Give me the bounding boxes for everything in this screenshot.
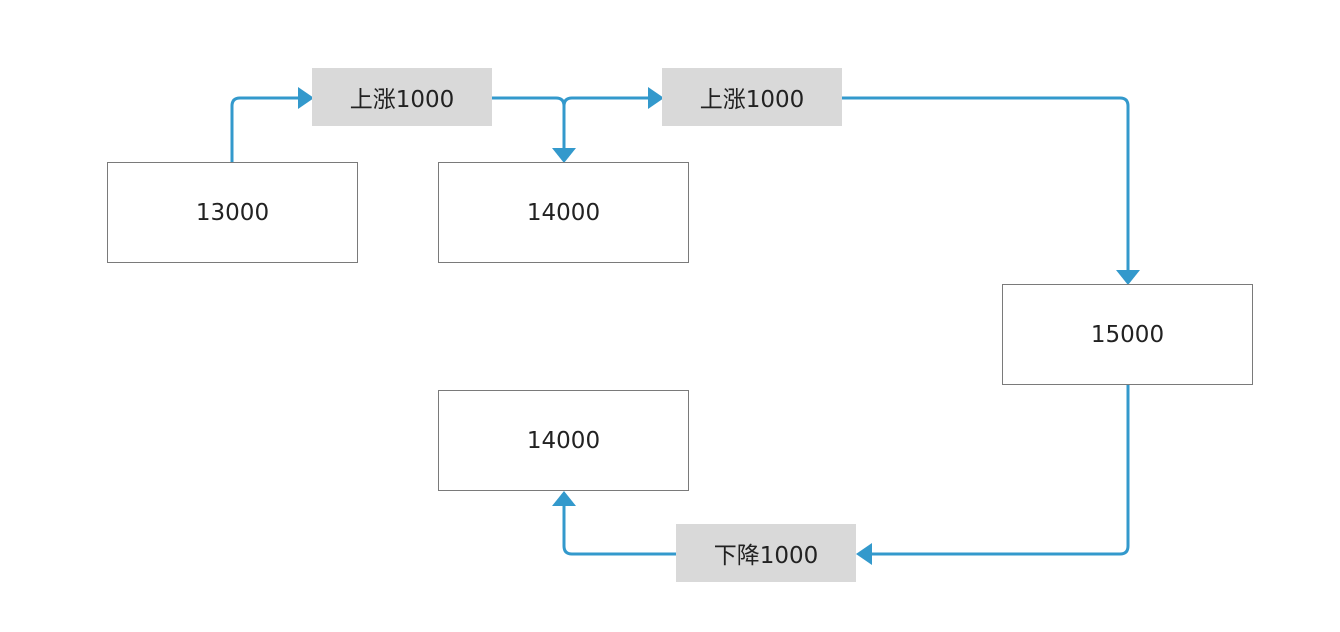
arrowhead-right-icon [648, 87, 664, 109]
edge-rise-1-to-14000 [492, 96, 566, 150]
edge-13000-to-rise-1 [230, 96, 300, 162]
node-13000: 13000 [107, 162, 358, 263]
edge-label-fall: 下降1000 [676, 524, 856, 582]
edge-label-rise-2: 上涨1000 [662, 68, 842, 126]
node-14000-bottom: 14000 [438, 390, 689, 491]
arrowhead-left-icon [856, 543, 872, 565]
edge-rise-2-to-15000 [842, 96, 1130, 272]
node-14000-top: 14000 [438, 162, 689, 263]
node-15000: 15000 [1002, 284, 1253, 385]
arrowhead-down-icon [1116, 270, 1140, 285]
edge-15000-to-fall [870, 385, 1130, 556]
edge-14000-to-rise-2 [562, 96, 650, 124]
edge-label-rise-1: 上涨1000 [312, 68, 492, 126]
edge-fall-to-14000 [562, 504, 676, 556]
arrowhead-up-icon [552, 491, 576, 506]
arrowhead-down-icon [552, 148, 576, 163]
arrowhead-right-icon [298, 87, 314, 109]
